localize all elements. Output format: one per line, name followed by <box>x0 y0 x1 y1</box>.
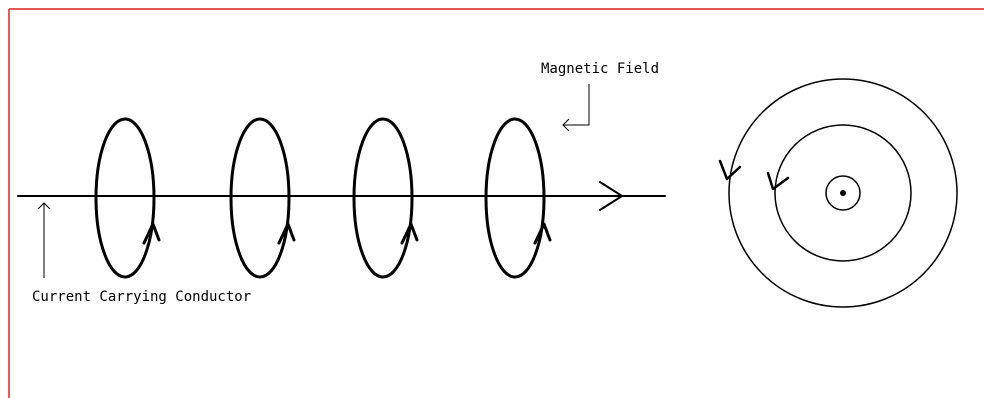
field-loop-3 <box>352 117 419 279</box>
field-loop-3-arrow <box>400 222 419 245</box>
field-loop-2-ring <box>229 117 291 279</box>
field-loop-3-ring <box>352 117 414 279</box>
end-view-outer-arrow <box>718 159 742 181</box>
conductor-leader-arrowhead <box>37 202 51 210</box>
field-loop-2-arrow <box>277 222 296 245</box>
current-carrying-conductor <box>17 181 666 211</box>
field-loop-1-ring <box>94 117 156 279</box>
magnetic-field-leader <box>563 84 590 126</box>
end-view-conductor-circle <box>825 175 861 211</box>
field-loop-4-ring <box>484 117 546 279</box>
field-loops <box>94 117 552 279</box>
end-view-current-dot <box>840 190 846 196</box>
current-direction-arrowhead <box>599 181 623 211</box>
end-view-middle-circle <box>774 124 912 262</box>
end-view-outer-circle <box>728 78 958 308</box>
field-loop-4-arrow <box>533 222 552 245</box>
magnetic-field-label: Magnetic Field <box>541 61 660 77</box>
field-loop-4 <box>484 117 552 279</box>
end-view <box>718 78 958 308</box>
field-loop-2 <box>229 117 296 279</box>
current-carrying-conductor-label: Current Carrying Conductor <box>32 289 252 305</box>
field-loop-1 <box>94 117 161 279</box>
end-view-middle-arrow <box>766 171 790 191</box>
magnetic-field-leader-arrowhead <box>562 118 570 132</box>
field-loop-1-arrow <box>142 222 161 245</box>
